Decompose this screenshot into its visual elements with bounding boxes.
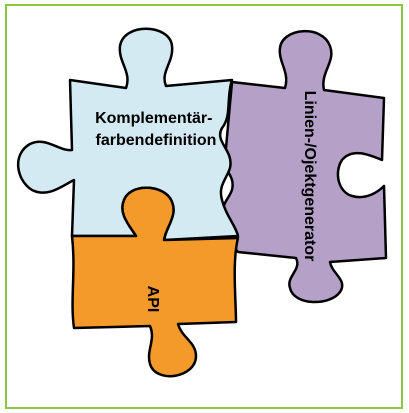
generator-label: Linien-/Ojektgenerator <box>301 91 318 262</box>
puzzle-piece-definition <box>16 27 240 242</box>
puzzle-piece-api <box>70 186 240 378</box>
definition-label: Komplementär- farbendefinition <box>95 110 217 149</box>
puzzle-piece-generator <box>210 30 388 304</box>
api-label: API <box>144 286 161 313</box>
